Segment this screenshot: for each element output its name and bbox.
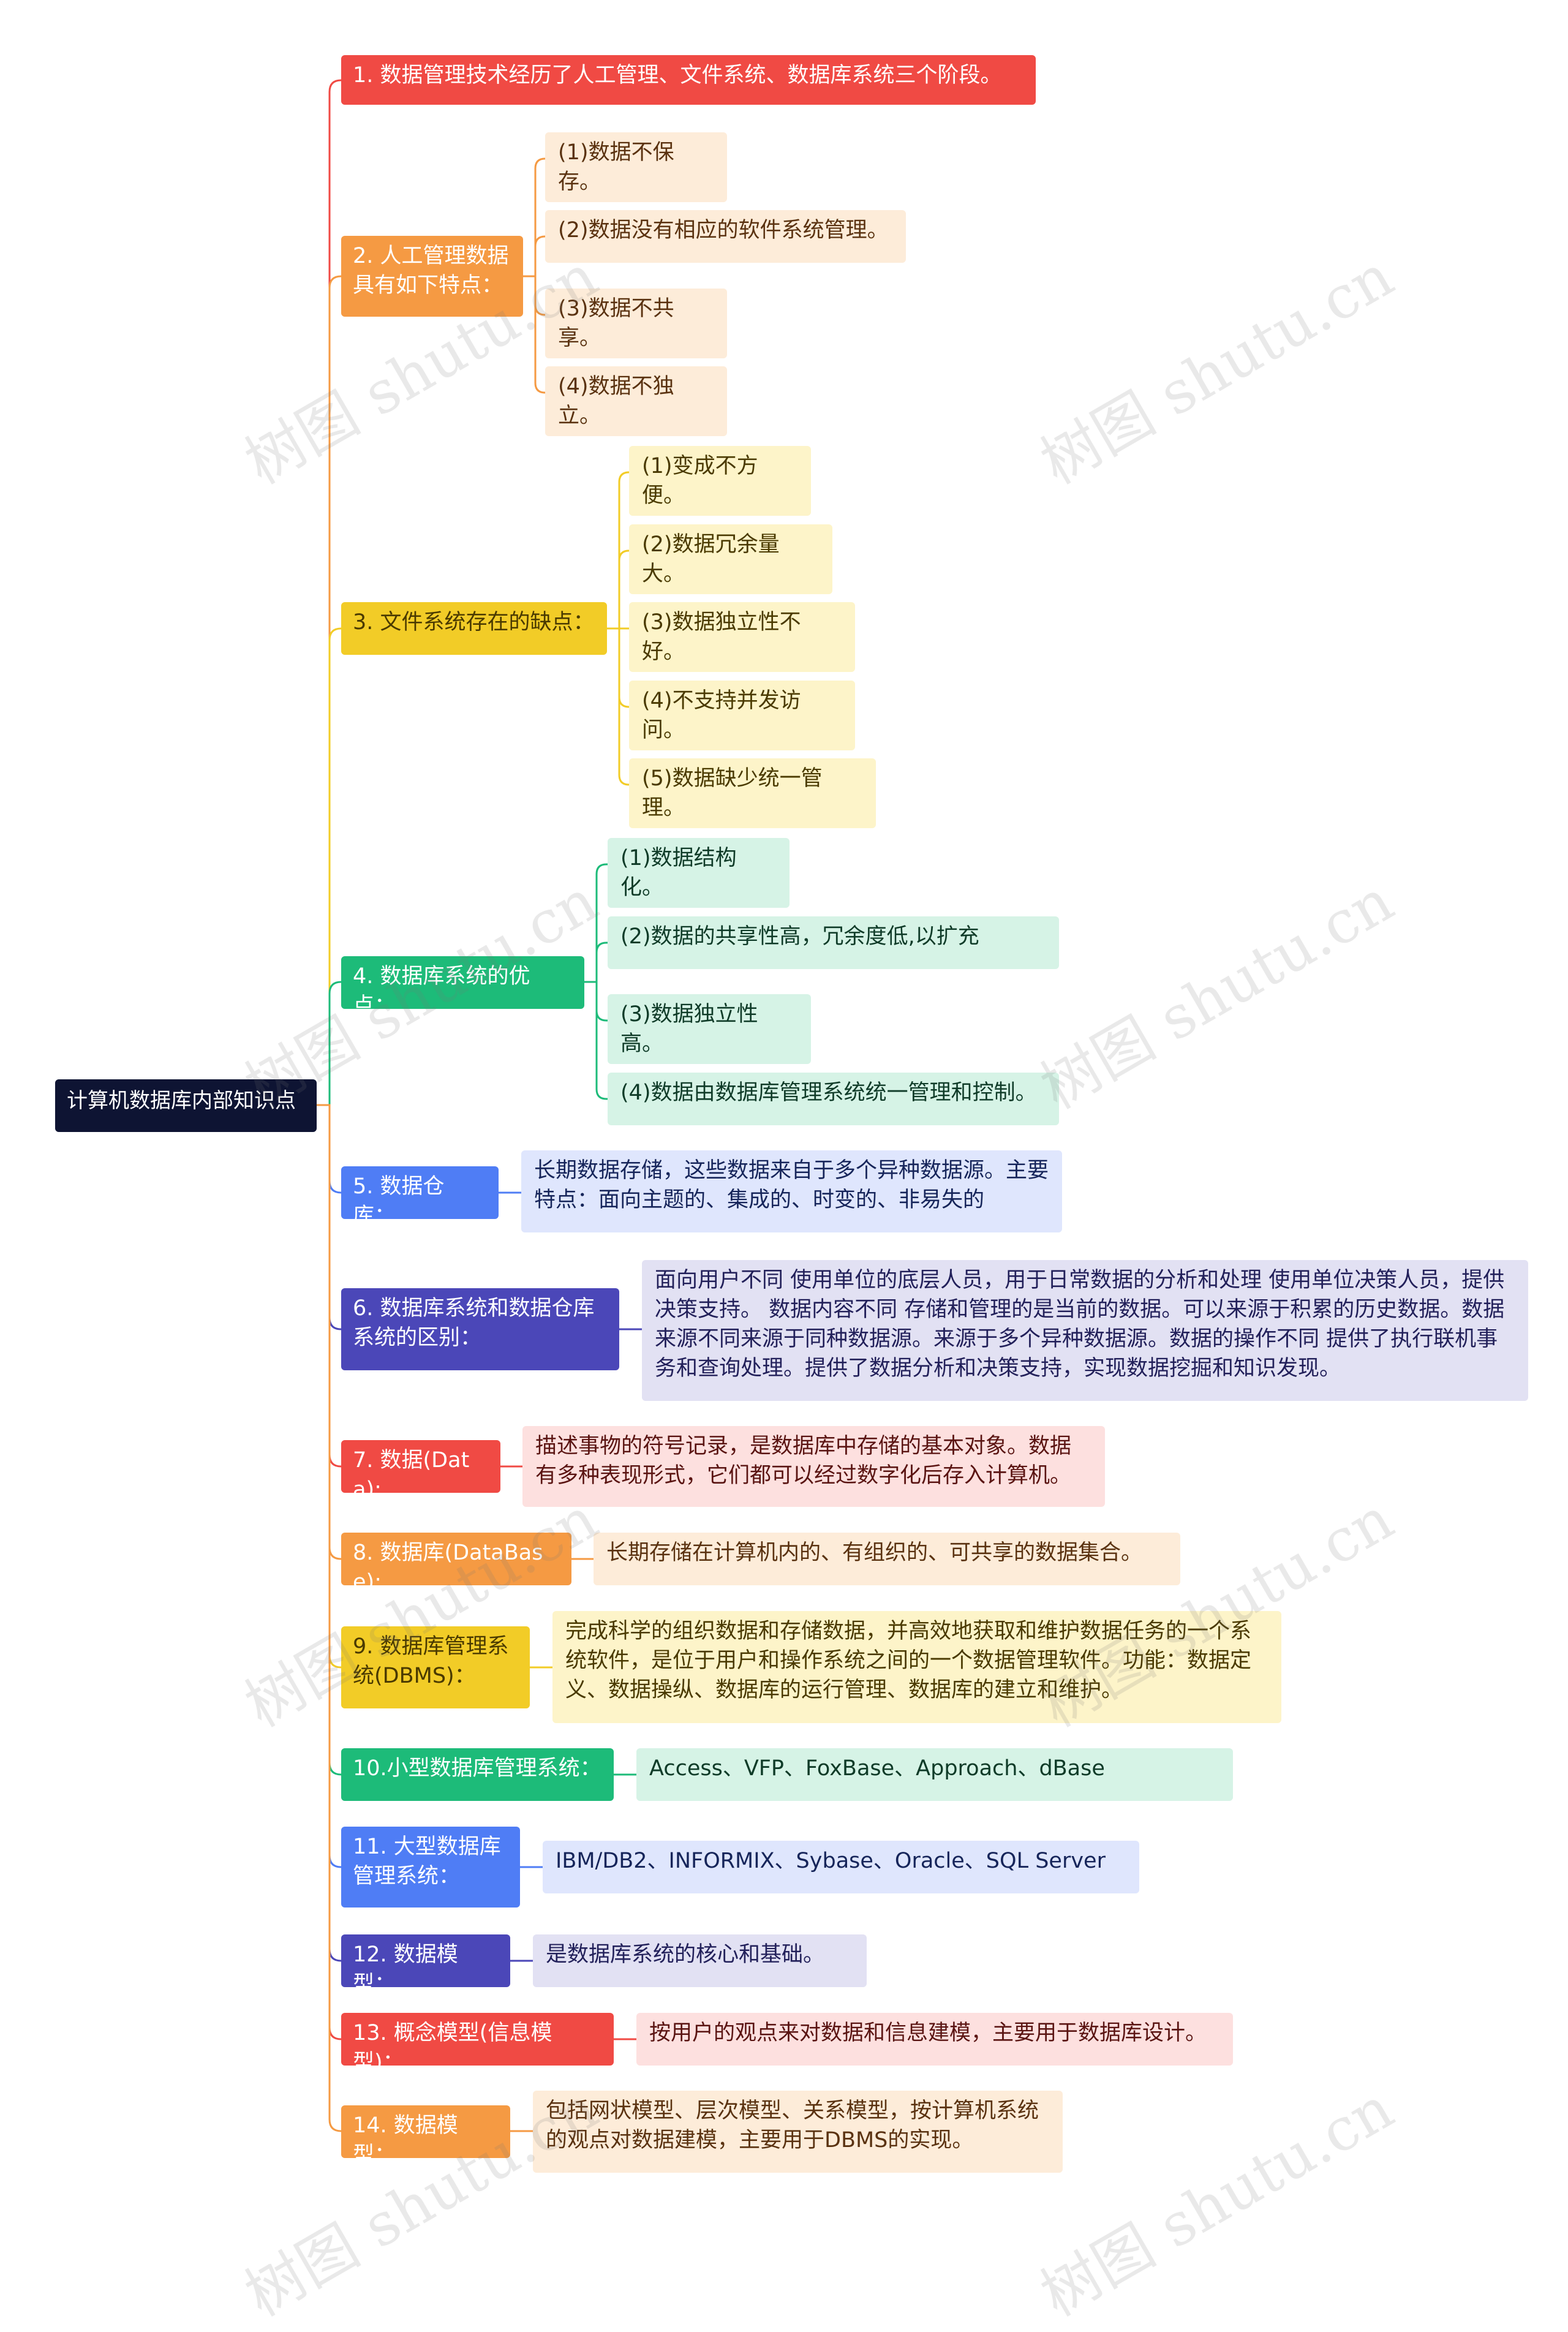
- connector-line: [582, 941, 609, 983]
- connector-line: [315, 1104, 342, 1330]
- subtopic-2-3[interactable]: (3)数据不共享。: [545, 289, 727, 358]
- branch-topic-10[interactable]: 10.小型数据库管理系统：: [341, 1748, 614, 1801]
- connector-line: [315, 1104, 342, 1868]
- subtopic-12-1[interactable]: 是数据库系统的核心和基础。: [533, 1934, 867, 1987]
- subtopic-3-4[interactable]: (4)不支持并发访问。: [629, 681, 855, 750]
- subtopic-11-1[interactable]: IBM/DB2、INFORMIX、Sybase、Oracle、SQL Serve…: [543, 1841, 1139, 1893]
- connector-line: [315, 1104, 342, 1468]
- connector-line: [582, 981, 609, 1100]
- branch-topic-5[interactable]: 5. 数据仓库：: [341, 1166, 499, 1228]
- subtopic-3-2[interactable]: (2)数据冗余量大。: [629, 524, 832, 594]
- subtopic-4-2[interactable]: (2)数据的共享性高，冗余度低,以扩充: [608, 916, 1059, 969]
- connector-line: [521, 275, 546, 394]
- connector-line: [582, 863, 609, 983]
- connector-line: [521, 157, 546, 277]
- connector-line: [315, 1104, 342, 2132]
- subtopic-8-1[interactable]: 长期存储在计算机内的、有组织的、可共享的数据集合。: [594, 1533, 1180, 1585]
- branch-topic-6[interactable]: 6. 数据库系统和数据仓库系统的区别：: [341, 1288, 619, 1370]
- connector-line: [605, 627, 630, 708]
- connector-line: [315, 79, 342, 1106]
- connector-line: [315, 1104, 342, 1669]
- branch-topic-7[interactable]: 7. 数据(Data):: [341, 1440, 500, 1502]
- root-topic[interactable]: 计算机数据库内部知识点: [55, 1079, 317, 1132]
- subtopic-13-1[interactable]: 按用户的观点来对数据和信息建模，主要用于数据库设计。: [636, 2013, 1233, 2066]
- watermark-text: 树图 shutu.cn: [1030, 2074, 1404, 2330]
- branch-topic-1[interactable]: 1. 数据管理技术经历了人工管理、文件系统、数据库系统三个阶段。: [341, 55, 1036, 105]
- connector-line: [605, 627, 630, 786]
- connector-line: [315, 627, 342, 1106]
- branch-topic-3[interactable]: 3. 文件系统存在的缺点：: [341, 602, 607, 655]
- subtopic-10-1[interactable]: Access、VFP、FoxBase、Approach、dBase: [636, 1748, 1233, 1801]
- branch-topic-11[interactable]: 11. 大型数据库管理系统：: [341, 1827, 520, 1907]
- connector-line: [521, 275, 546, 316]
- subtopic-4-1[interactable]: (1)数据结构化。: [608, 838, 790, 908]
- subtopic-2-1[interactable]: (1)数据不保存。: [545, 132, 727, 202]
- subtopic-3-5[interactable]: (5)数据缺少统一管理。: [629, 758, 876, 828]
- branch-topic-14[interactable]: 14. 数据模型：: [341, 2105, 510, 2167]
- subtopic-3-1[interactable]: (1)变成不方便。: [629, 446, 811, 516]
- connector-line: [605, 549, 630, 630]
- connector-line: [605, 471, 630, 630]
- connector-line: [315, 981, 342, 1106]
- connector-line: [315, 1104, 342, 2040]
- watermark-text: 树图 shutu.cn: [1030, 241, 1404, 498]
- branch-topic-8[interactable]: 8. 数据库(DataBase):: [341, 1533, 571, 1594]
- connector-line: [315, 275, 342, 1106]
- subtopic-4-4[interactable]: (4)数据由数据库管理系统统一管理和控制。: [608, 1073, 1059, 1125]
- branch-topic-9[interactable]: 9. 数据库管理系统(DBMS)：: [341, 1626, 530, 1708]
- connector-line: [315, 1104, 342, 1194]
- connector-line: [315, 1104, 342, 1560]
- branch-topic-13[interactable]: 13. 概念模型(信息模型)：: [341, 2013, 614, 2075]
- subtopic-2-2[interactable]: (2)数据没有相应的软件系统管理。: [545, 210, 906, 263]
- connector-line: [521, 235, 546, 277]
- connector-line: [315, 1104, 342, 1776]
- subtopic-5-1[interactable]: 长期数据存储，这些数据来自于多个异种数据源。主要特点：面向主题的、集成的、时变的…: [521, 1150, 1062, 1232]
- branch-topic-2[interactable]: 2. 人工管理数据具有如下特点：: [341, 236, 523, 317]
- mind-map-canvas: 计算机数据库内部知识点 1. 数据管理技术经历了人工管理、文件系统、数据库系统三…: [55, 55, 1528, 2330]
- connector-line: [315, 1104, 342, 1962]
- connector-line: [582, 981, 609, 1022]
- subtopic-7-1[interactable]: 描述事物的符号记录，是数据库中存储的基本对象。数据有多种表现形式，它们都可以经过…: [522, 1426, 1105, 1507]
- subtopic-14-1[interactable]: 包括网状模型、层次模型、关系模型，按计算机系统的观点对数据建模，主要用于DBMS…: [533, 2091, 1063, 2173]
- subtopic-9-1[interactable]: 完成科学的组织数据和存储数据，并高效地获取和维护数据任务的一个系统软件，是位于用…: [552, 1611, 1281, 1723]
- subtopic-4-3[interactable]: (3)数据独立性高。: [608, 994, 811, 1064]
- branch-topic-4[interactable]: 4. 数据库系统的优点：: [341, 956, 584, 1018]
- subtopic-2-4[interactable]: (4)数据不独立。: [545, 366, 727, 436]
- watermark-text: 树图 shutu.cn: [1030, 866, 1404, 1123]
- subtopic-3-3[interactable]: (3)数据独立性不好。: [629, 602, 855, 672]
- subtopic-6-1[interactable]: 面向用户不同 使用单位的底层人员，用于日常数据的分析和处理 使用单位决策人员，提…: [642, 1260, 1528, 1401]
- branch-topic-12[interactable]: 12. 数据模型：: [341, 1934, 510, 1996]
